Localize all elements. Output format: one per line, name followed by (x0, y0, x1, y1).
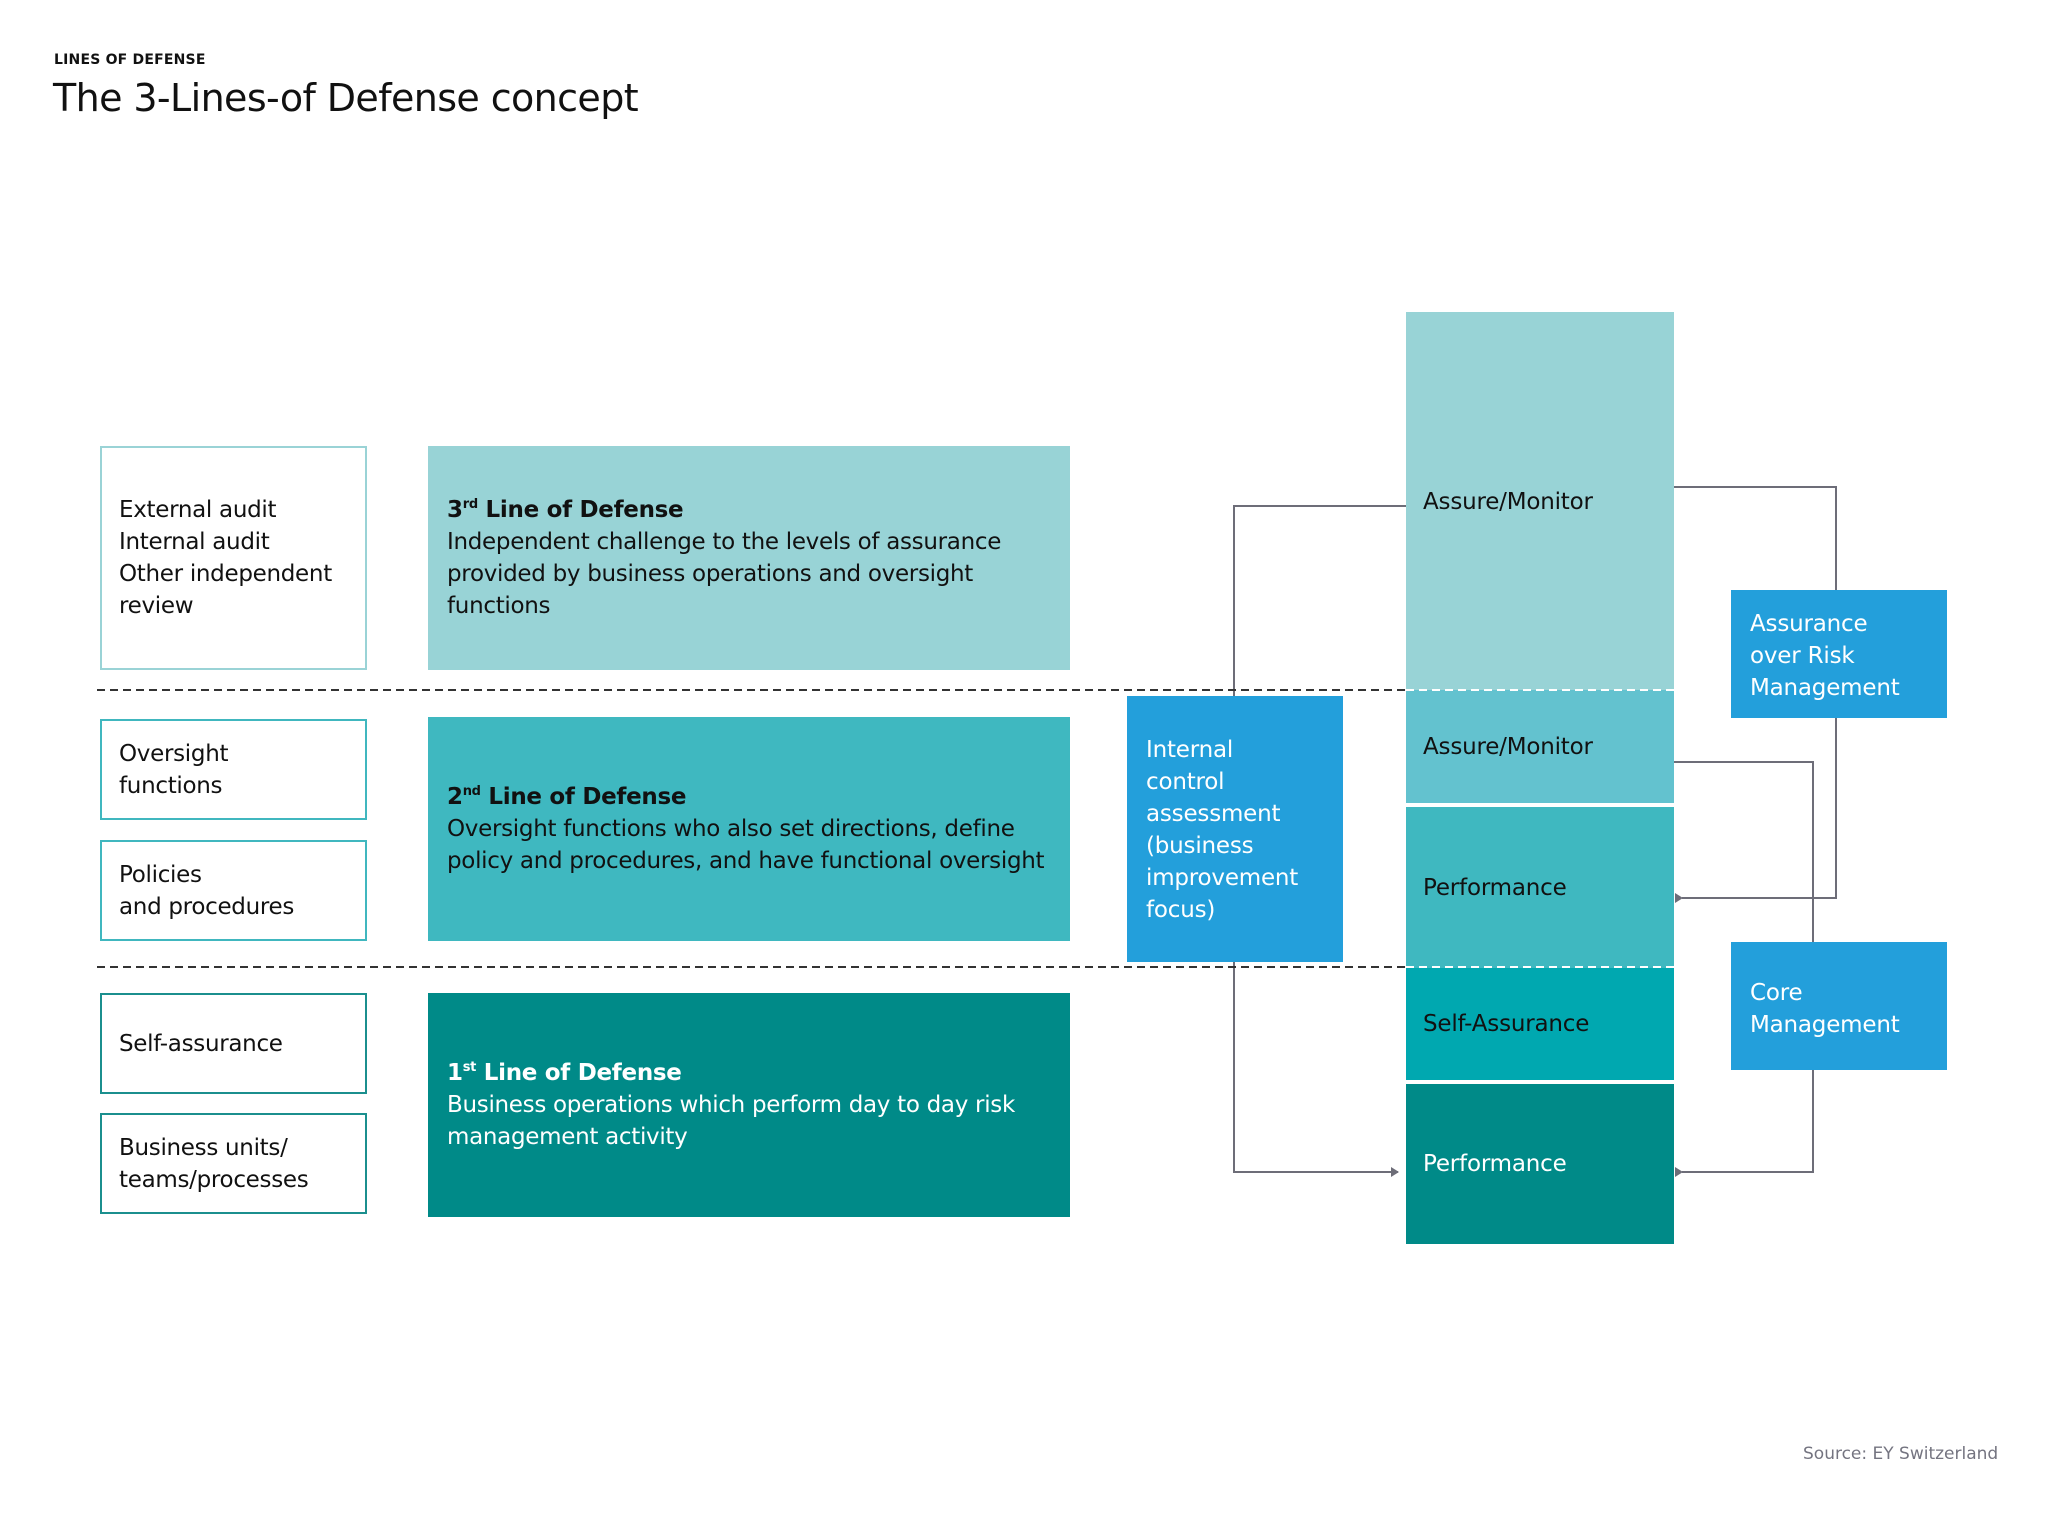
stack-performance-first: Performance (1406, 1084, 1674, 1244)
ordinal-suffix: st (462, 1060, 477, 1075)
text-line: Management (1750, 675, 1900, 701)
ordinal: 3 (447, 497, 463, 523)
label-line: Other independent (119, 561, 332, 587)
second-line-heading: 2nd Line of Defense (447, 781, 1054, 813)
connector-core-management-to-performance-first (1675, 1070, 1814, 1177)
label-line: Internal audit (119, 529, 270, 555)
label-line: Self-assurance (119, 1030, 283, 1057)
text-line: over Risk (1750, 643, 1855, 669)
heading-text: Line of Defense (480, 784, 687, 810)
third-line-description: Independent challenge to the levels of a… (447, 529, 1002, 619)
third-line-of-defense-box: 3rd Line of Defense Independent challeng… (428, 446, 1070, 670)
stack-performance-second: Performance (1406, 807, 1674, 968)
label-line: Business units/ (119, 1134, 288, 1161)
second-line-of-defense-box: 2nd Line of Defense Oversight functions … (428, 717, 1070, 941)
text-line: (business (1146, 833, 1254, 859)
third-line-heading: 3rd Line of Defense (447, 494, 1054, 526)
heading-text: Line of Defense (476, 1060, 682, 1086)
stack-assure-monitor-third: Assure/Monitor (1406, 312, 1674, 690)
label-line: Policies (119, 861, 202, 888)
assurance-over-risk-management-box: Assurance over Risk Management (1731, 590, 1947, 718)
connector-assure-monitor-to-assurance-box (1674, 486, 1837, 590)
section-eyebrow: LINES OF DEFENSE (54, 52, 206, 68)
core-management-box: Core Management (1731, 942, 1947, 1070)
label-box-independent-review: External audit Internal audit Other inde… (100, 446, 367, 670)
label-line: teams/processes (119, 1166, 309, 1193)
label-box-business-units: Business units/ teams/processes (100, 1113, 367, 1214)
label-box-policies-procedures: Policies and procedures (100, 840, 367, 941)
text-line: assessment (1146, 801, 1281, 827)
stack-label: Assure/Monitor (1423, 733, 1593, 760)
stack-label: Performance (1423, 1151, 1567, 1177)
first-line-of-defense-box: 1st Line of Defense Business operations … (428, 993, 1070, 1217)
stack-label: Self-Assurance (1423, 1011, 1590, 1037)
ordinal: 2 (447, 784, 463, 810)
internal-control-assessment-box: Internal control assessment (business im… (1127, 696, 1343, 962)
text-line: Internal (1146, 737, 1234, 763)
text-line: Assurance (1750, 611, 1868, 637)
text-line: Management (1750, 1012, 1900, 1038)
text-line: improvement (1146, 865, 1299, 891)
label-box-self-assurance: Self-assurance (100, 993, 367, 1094)
ordinal: 1 (447, 1060, 463, 1086)
label-line: review (119, 593, 194, 619)
connector-internal-to-assure-monitor (1233, 505, 1406, 696)
source-note: Source: EY Switzerland (1803, 1444, 1999, 1464)
label-line: and procedures (119, 893, 295, 920)
text-line: focus) (1146, 897, 1216, 923)
stack-label: Assure/Monitor (1423, 489, 1593, 515)
label-line: functions (119, 772, 223, 799)
ordinal-suffix: nd (462, 784, 481, 799)
stack-self-assurance-first: Self-Assurance (1406, 968, 1674, 1080)
stack-assure-monitor-second: Assure/Monitor (1406, 690, 1674, 803)
ordinal-suffix: rd (462, 497, 478, 512)
heading-text: Line of Defense (477, 497, 684, 523)
first-line-description: Business operations which perform day to… (447, 1092, 1015, 1150)
connector-assurance-box-to-performance-second (1675, 718, 1837, 903)
text-line: Core (1750, 980, 1803, 1006)
label-line: Oversight (119, 740, 229, 767)
page-title: The 3-Lines-of Defense concept (53, 76, 639, 120)
text-line: control (1146, 769, 1225, 795)
label-box-oversight-functions: Oversight functions (100, 719, 367, 820)
second-line-description: Oversight functions who also set directi… (447, 816, 1045, 874)
connector-internal-to-performance-first (1233, 962, 1399, 1177)
label-line: External audit (119, 497, 277, 523)
stack-label: Performance (1423, 874, 1567, 901)
connector-assure-monitor-to-core-management (1674, 761, 1814, 942)
first-line-heading: 1st Line of Defense (447, 1057, 1054, 1089)
